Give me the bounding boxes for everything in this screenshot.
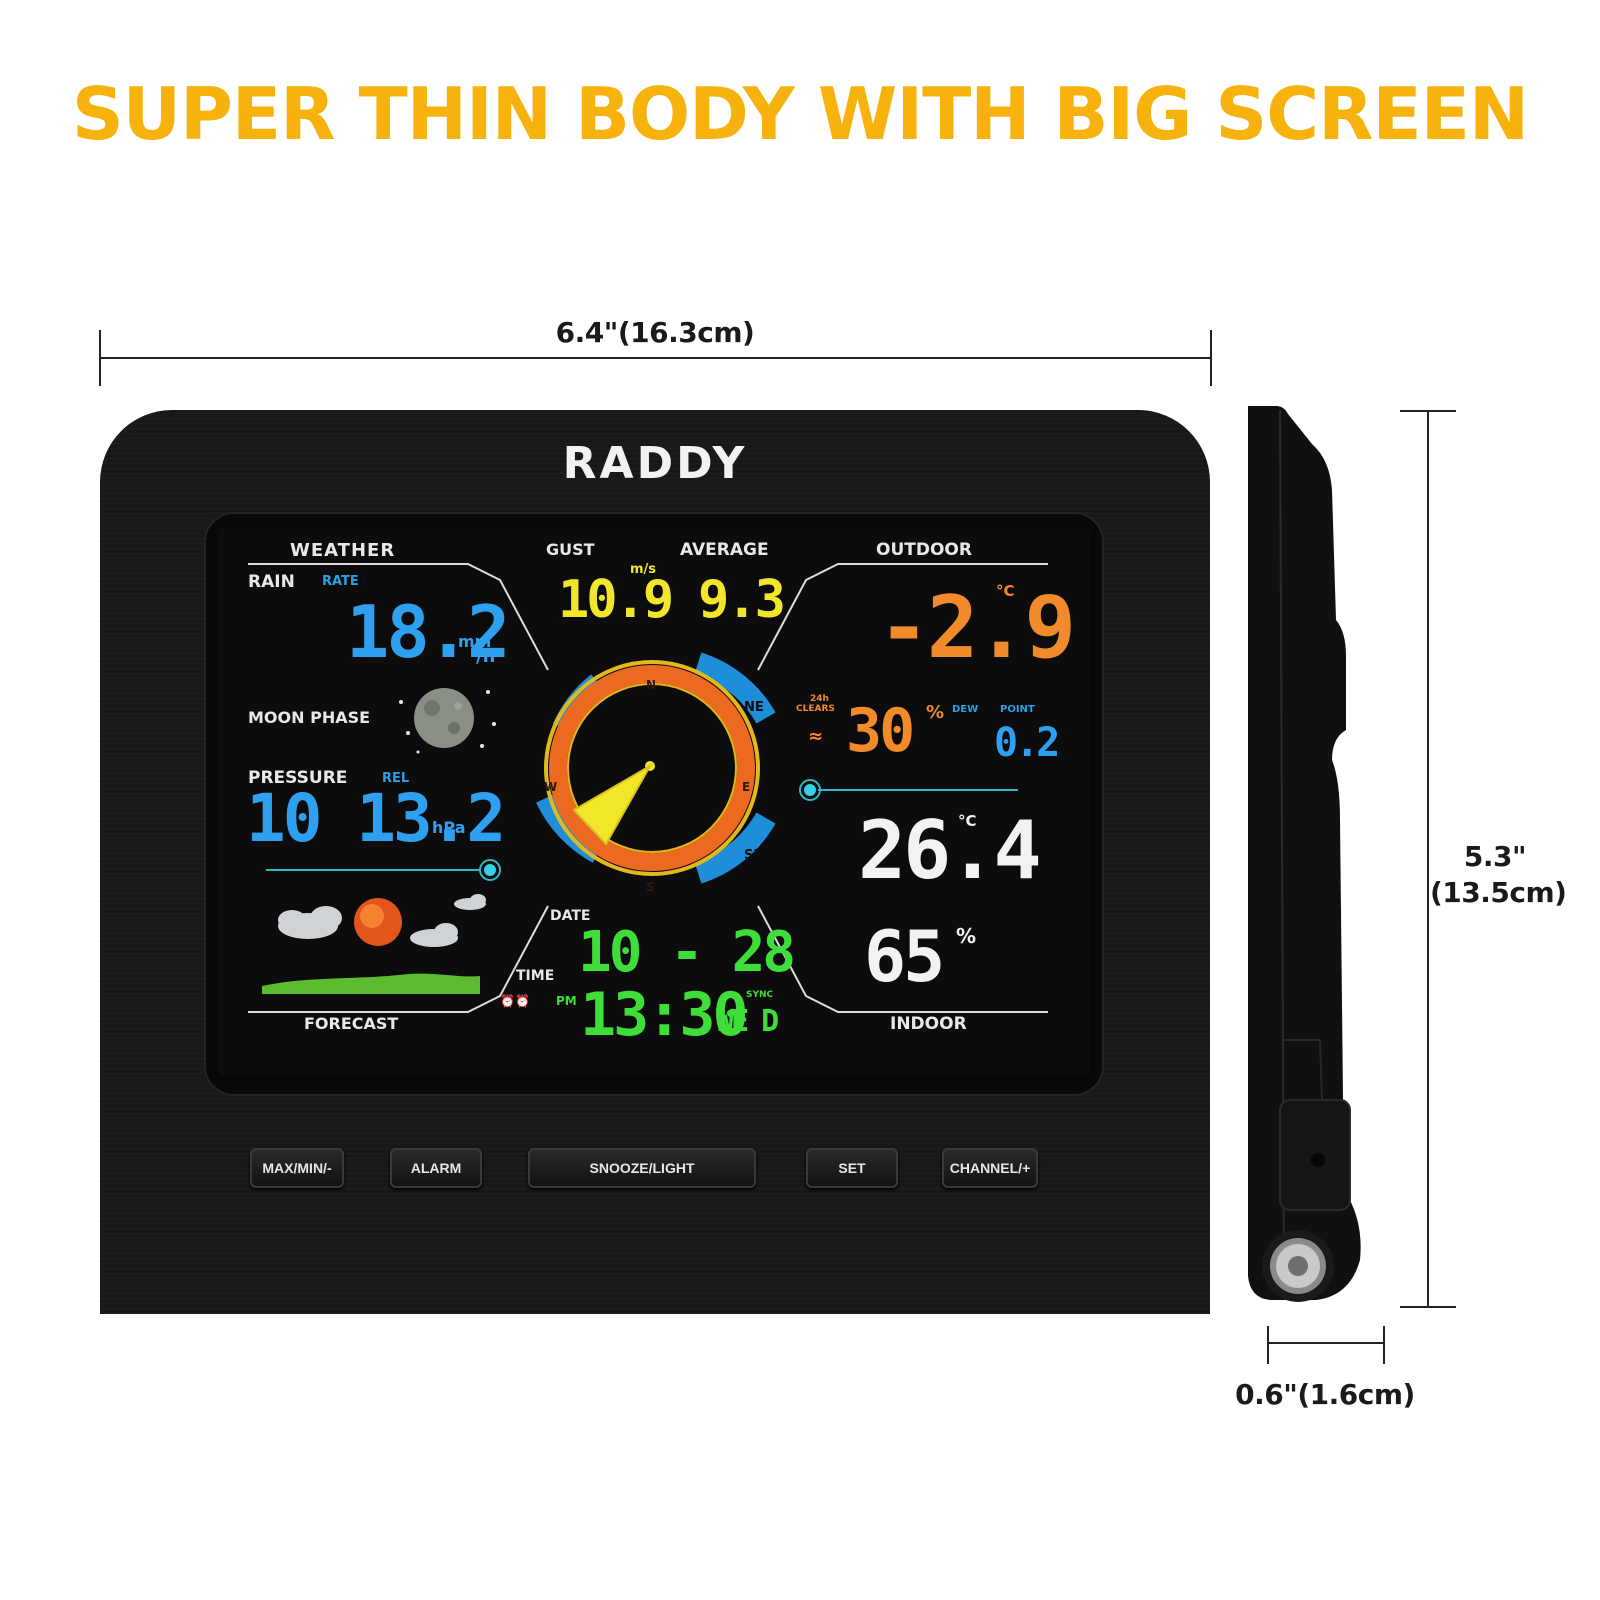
headline: SUPER THIN BODY WITH BIG SCREEN [71,72,1529,156]
height-dimension-tick-bottom [1400,1306,1456,1308]
forecast-label: FORECAST [304,1014,399,1033]
depth-dimension-line [1268,1342,1384,1344]
depth-dimension-tick-left [1267,1326,1269,1364]
outdoor-temp-unit: °C [996,582,1015,600]
rel-label: REL [382,771,410,786]
indoor-label: INDOOR [890,1014,967,1034]
point-label: POINT [1000,704,1035,715]
pm-label: PM [556,994,577,1008]
indoor-humidity-unit: % [956,924,977,948]
moon-phase-label: MOON PHASE [248,708,371,727]
depth-dimension-label: 0.6"(1.6cm) [1235,1378,1415,1411]
set-button[interactable]: SET [806,1148,898,1188]
forecast-cloud-icon [278,906,342,939]
height-dimension-line [1427,411,1429,1307]
gust-label: GUST [546,540,595,559]
channel-button[interactable]: CHANNEL/+ [942,1148,1038,1188]
weather-station-front: RADDY [100,410,1210,1314]
date-value: 10 - 28 [578,920,796,985]
compass-se: SE [744,848,763,863]
average-value: 9.3 [698,570,786,630]
time-value: 13:30 [580,980,749,1050]
max-min-button[interactable]: MAX/MIN/- [250,1148,344,1188]
compass-w: W [544,780,558,794]
outdoor-trend-dot [799,779,821,801]
average-label: AVERAGE [680,540,769,560]
pressure-unit: hPa [432,818,466,837]
weather-label: WEATHER [290,540,396,561]
dew-label: DEW [952,704,979,715]
weather-station-side-view [1248,406,1361,1302]
rain-unit-h: /h [476,646,496,667]
lcd-screen: WEATHER RAIN RATE 18.2 mm /h MOON PHASE … [218,528,1090,1076]
height-dimension-tick-top [1400,410,1456,412]
wind-compass [536,652,776,884]
forecast-grass-icon [262,973,480,994]
compass-s: S [646,880,655,894]
outdoor-humidity: 30 [846,696,915,766]
width-dimension-line [100,357,1212,359]
alarm-icons: ⏰⏰ [500,994,530,1008]
sync-label: SYNC [746,990,774,1000]
height-dimension-label-cm: (13.5cm) [1430,876,1567,909]
dew-value: 0.2 [994,720,1060,766]
width-dimension-label: 6.4"(16.3cm) [555,316,755,349]
pressure-label: PRESSURE [248,768,348,788]
wind-unit: m/s [630,562,657,577]
rate-label: RATE [322,574,359,589]
height-dimension-label-in: 5.3" [1463,840,1527,873]
indoor-temp: 26.4 [858,804,1042,897]
gust-value: 10.9 [558,570,674,630]
forecast-sun-icon [354,898,402,946]
wifi-icon: ≈ [808,726,824,747]
width-dimension-tick-right [1210,330,1212,386]
outdoor-label: OUTDOOR [876,540,972,560]
pressure-value: 10 13.2 [246,780,506,857]
forecast-cloud-small-icon [410,894,486,947]
h24-label: 24h [810,694,829,704]
width-dimension-tick-left [99,330,101,386]
moon-icon [399,688,496,754]
compass-sw: SW [534,848,558,863]
day-value: WE D [716,1004,779,1039]
rain-label: RAIN [248,572,295,592]
compass-nw: NW [534,700,560,715]
alarm-button[interactable]: ALARM [390,1148,482,1188]
snooze-light-button[interactable]: SNOOZE/LIGHT [528,1148,756,1188]
indoor-temp-unit: °C [958,812,977,830]
depth-dimension-tick-right [1383,1326,1385,1364]
outdoor-temp: -2.9 [878,578,1076,678]
lcd-frame-lines [248,563,1048,1013]
compass-n: N [646,678,657,692]
device-button-row: MAX/MIN/- ALARM SNOOZE/LIGHT SET CHANNEL… [100,1148,1210,1192]
indoor-humidity: 65 [864,916,945,998]
brand-logo: RADDY [562,438,748,489]
clears-label: CLEARS [796,704,835,714]
pressure-trend-dot [479,859,501,881]
compass-ne: NE [744,700,764,715]
rain-value: 18.2 [346,590,510,674]
side-knob [1262,1230,1334,1302]
time-label: TIME [516,968,555,984]
date-label: DATE [550,908,591,924]
rain-unit-mm: mm [458,632,492,651]
side-hole [1311,1153,1325,1167]
compass-e: E [742,780,751,794]
outdoor-humidity-unit: % [926,702,945,723]
